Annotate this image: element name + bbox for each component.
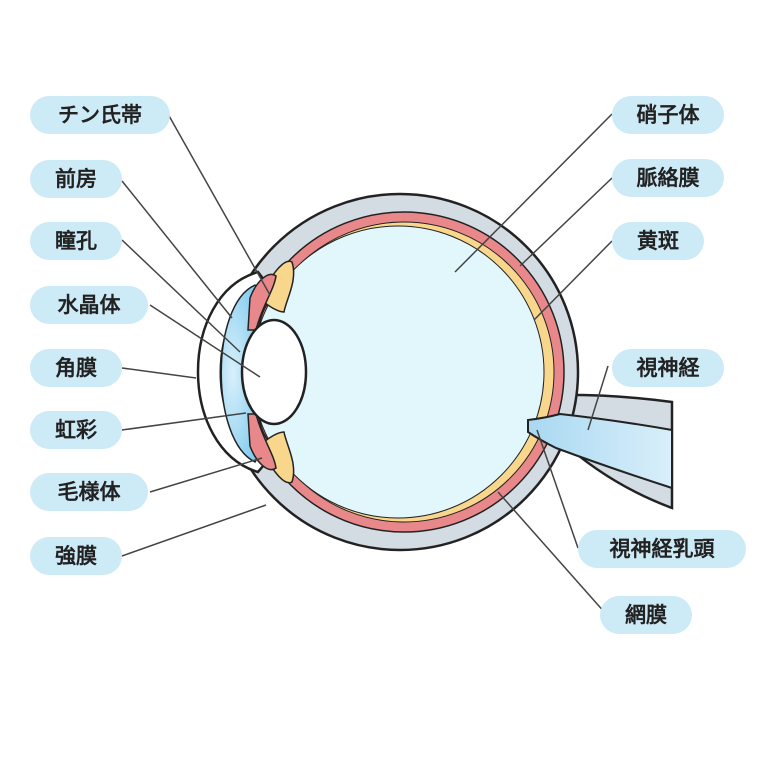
leader-lens [149, 304, 261, 378]
label-pupil-text: 瞳孔 [55, 229, 97, 253]
leader-optic-nerve [587, 365, 609, 431]
label-macula: 黄斑 [612, 222, 704, 260]
eyeball [196, 192, 674, 552]
label-optic-nerve: 視神経 [612, 349, 724, 387]
leader-anterior-chamber [121, 180, 233, 319]
label-retina-text: 網膜 [625, 603, 667, 627]
label-retina: 網膜 [600, 596, 692, 634]
label-zonule: チン氏帯 [30, 96, 170, 134]
leader-iris [121, 412, 247, 431]
leader-vitreous [454, 113, 613, 273]
label-anterior-chamber-text: 前房 [55, 167, 97, 191]
optic-nerve [527, 412, 673, 490]
label-vitreous: 硝子体 [612, 96, 724, 134]
leader-lines [121, 113, 613, 615]
label-macula-text: 黄斑 [637, 229, 679, 253]
ciliary-body-lower [261, 431, 295, 484]
label-optic-disc: 視神経乳頭 [578, 530, 746, 568]
label-iris-text: 虹彩 [55, 418, 97, 442]
label-ciliary-body-text: 毛様体 [58, 480, 122, 504]
iris-upper [247, 273, 277, 331]
label-cornea-text: 角膜 [55, 356, 97, 380]
label-pupil: 瞳孔 [30, 222, 122, 260]
label-cornea: 角膜 [30, 349, 122, 387]
label-optic-disc-text: 視神経乳頭 [609, 537, 716, 561]
iris-lower [247, 413, 277, 471]
leader-retina [497, 491, 607, 615]
label-vitreous-text: 硝子体 [637, 103, 701, 127]
leader-zonule [167, 113, 271, 296]
label-sclera-text: 強膜 [55, 544, 97, 568]
ciliary-body-upper [261, 260, 295, 313]
label-lens: 水晶体 [30, 286, 148, 324]
leader-pupil [121, 239, 241, 353]
label-choroid: 脈絡膜 [612, 159, 724, 197]
lens [240, 318, 308, 426]
leader-optic-disc [536, 429, 579, 549]
label-sclera: 強膜 [30, 537, 122, 575]
leader-choroid [519, 177, 613, 267]
leader-macula [533, 240, 613, 321]
label-lens-text: 水晶体 [58, 293, 122, 317]
leader-ciliary-body [149, 457, 263, 493]
labels: チン氏帯 前房 瞳孔 水晶体 角膜 虹彩 毛様体 強膜 [30, 96, 746, 634]
leader-sclera [121, 504, 267, 557]
leader-cornea [121, 367, 197, 379]
label-choroid-text: 脈絡膜 [637, 166, 700, 190]
label-optic-nerve-text: 視神経 [636, 356, 701, 380]
label-ciliary-body: 毛様体 [30, 473, 148, 511]
label-anterior-chamber: 前房 [30, 160, 122, 198]
label-iris: 虹彩 [30, 411, 122, 449]
label-zonule-text: チン氏帯 [58, 103, 142, 127]
